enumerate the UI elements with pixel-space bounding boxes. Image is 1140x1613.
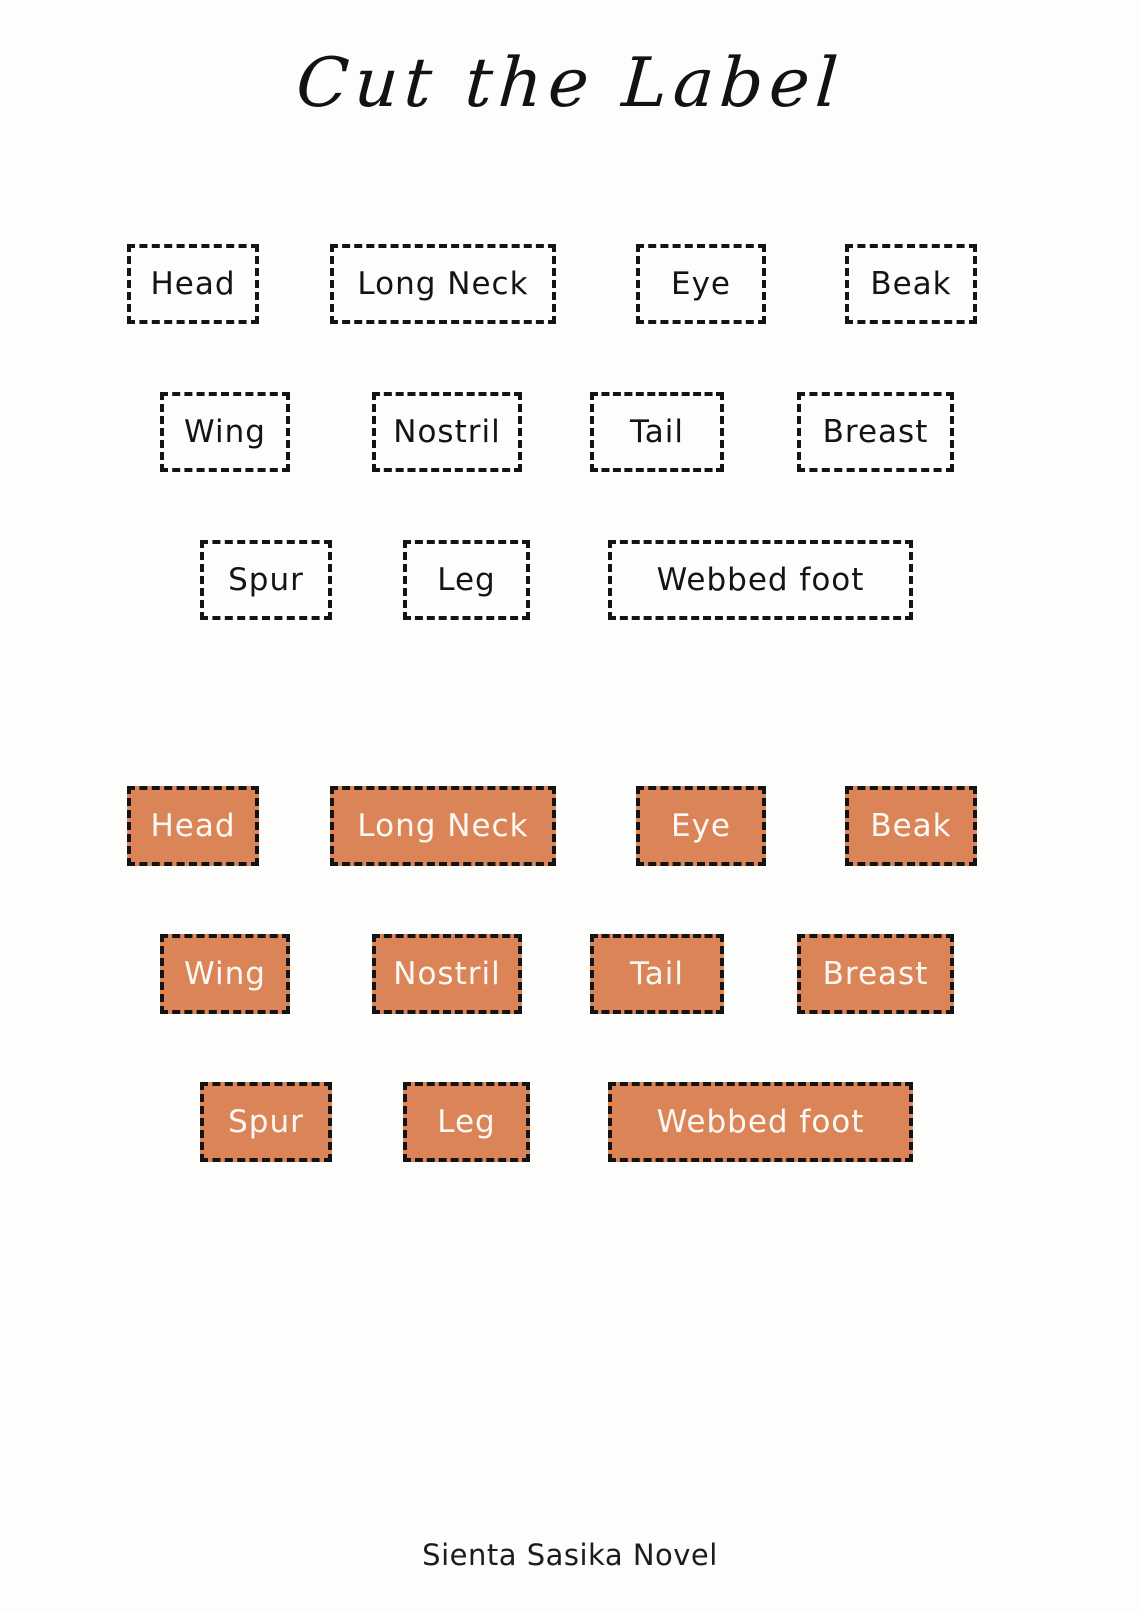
label-box-head-outline: Head (127, 244, 259, 324)
label-box-webbed-foot-outline: Webbed foot (608, 540, 913, 620)
label-box-eye-outline: Eye (636, 244, 766, 324)
label-box-long-neck-filled: Long Neck (330, 786, 556, 866)
label-box-long-neck-outline: Long Neck (330, 244, 556, 324)
label-box-tail-outline: Tail (590, 392, 724, 472)
label-box-spur-outline: Spur (200, 540, 332, 620)
label-box-spur-filled: Spur (200, 1082, 332, 1162)
label-box-nostril-filled: Nostril (372, 934, 522, 1014)
label-box-leg-outline: Leg (403, 540, 530, 620)
label-box-wing-filled: Wing (160, 934, 290, 1014)
label-box-beak-filled: Beak (845, 786, 977, 866)
label-box-leg-filled: Leg (403, 1082, 530, 1162)
label-box-beak-outline: Beak (845, 244, 977, 324)
label-box-wing-outline: Wing (160, 392, 290, 472)
page-title: Cut the Label (293, 44, 847, 123)
label-box-eye-filled: Eye (636, 786, 766, 866)
label-box-breast-filled: Breast (797, 934, 954, 1014)
author-credit: Sienta Sasika Novel (422, 1538, 718, 1572)
label-box-webbed-foot-filled: Webbed foot (608, 1082, 913, 1162)
label-box-head-filled: Head (127, 786, 259, 866)
label-box-nostril-outline: Nostril (372, 392, 522, 472)
label-box-breast-outline: Breast (797, 392, 954, 472)
label-box-tail-filled: Tail (590, 934, 724, 1014)
